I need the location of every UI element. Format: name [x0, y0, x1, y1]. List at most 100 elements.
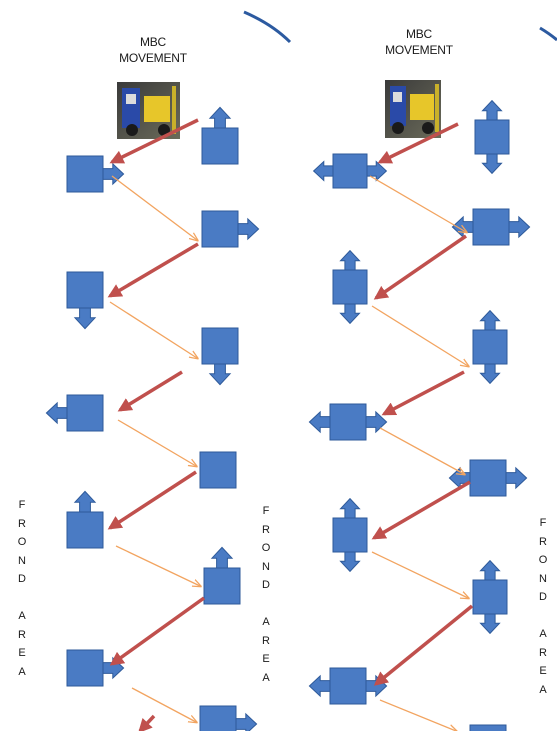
left-block-11 — [199, 705, 258, 731]
block-body — [332, 269, 368, 305]
left-block-5 — [201, 327, 239, 386]
block-arrow-up — [481, 99, 503, 122]
left-arrow-forward-3 — [117, 419, 196, 466]
right-forklift-photo-icon — [385, 80, 441, 138]
left-arrow-return-1 — [109, 118, 199, 164]
block-body — [201, 210, 239, 248]
block-body — [329, 667, 367, 705]
right-block-11 — [469, 724, 507, 731]
right-block-7 — [448, 459, 528, 497]
block-arrow-down — [339, 550, 361, 573]
right-block-3 — [451, 208, 531, 246]
arrows-layer — [107, 118, 474, 731]
block-arrow-down — [339, 302, 361, 325]
right-arrow-return-1 — [377, 122, 459, 164]
left-arrow-forward-1 — [111, 175, 197, 240]
right-block-9 — [472, 559, 508, 635]
right-block-8 — [332, 497, 368, 573]
left-arrow-return-5 — [109, 596, 206, 666]
right-block-5 — [472, 309, 508, 385]
block-body — [199, 451, 237, 489]
right-title-line1: MBC — [405, 27, 433, 41]
right-block-2 — [474, 99, 510, 175]
block-body — [469, 459, 507, 497]
right-arrow-return-2 — [373, 234, 467, 300]
block-arrow-down — [481, 152, 503, 175]
block-arrow-down — [479, 362, 501, 385]
block-body — [472, 329, 508, 365]
block-body — [472, 579, 508, 615]
left-arrow-return-6 — [138, 714, 156, 731]
right-title: MBC MOVEMENT — [374, 26, 464, 58]
left-block-8 — [66, 490, 104, 549]
block-body — [469, 724, 507, 731]
left-arrow-return-2 — [107, 242, 199, 298]
right-arrow-forward-2 — [371, 305, 468, 366]
block-arrow-down — [73, 306, 97, 330]
right-arrow-forward-3 — [379, 427, 464, 474]
right-arrow-forward-4 — [371, 551, 468, 598]
right-arrow-return-5 — [373, 604, 474, 686]
block-arrow-up — [339, 497, 361, 520]
block-body — [201, 127, 239, 165]
right-arrow-return-3 — [381, 370, 465, 416]
block-arrow-up — [208, 106, 232, 130]
block-arrow-up — [73, 490, 97, 514]
block-body — [472, 208, 510, 246]
block-body — [203, 567, 241, 605]
block-body — [66, 511, 104, 549]
block-arrow-left — [45, 401, 69, 425]
left-block-3 — [201, 210, 260, 248]
block-arrow-right — [504, 466, 528, 490]
block-arrow-right — [364, 410, 388, 434]
left-arrow-return-3 — [117, 370, 183, 412]
block-arrow-right — [507, 215, 531, 239]
left-arrow-forward-2 — [109, 301, 197, 358]
left-arrow-return-4 — [107, 470, 197, 530]
block-body — [199, 705, 237, 731]
left-block-1 — [66, 155, 125, 193]
left-block-10 — [66, 649, 125, 687]
left-title: MBC MOVEMENT — [108, 34, 198, 66]
block-body — [329, 403, 367, 441]
block-arrow-right — [101, 162, 125, 186]
left-arrow-forward-4 — [115, 545, 200, 586]
right-arrow-return-4 — [371, 480, 471, 540]
block-body — [332, 517, 368, 553]
right-title-line2: MOVEMENT — [385, 43, 453, 57]
left-block-4 — [66, 271, 104, 330]
block-arrow-right — [365, 160, 388, 182]
right-block-1 — [312, 153, 388, 189]
block-arrow-right — [236, 217, 260, 241]
block-arrow-right — [234, 712, 258, 731]
block-arrow-left — [451, 215, 475, 239]
block-arrow-right — [101, 656, 125, 680]
block-body — [66, 394, 104, 432]
block-arrow-left — [312, 160, 335, 182]
blocks-layer — [45, 99, 531, 731]
right-arc — [539, 26, 557, 42]
block-body — [332, 153, 368, 189]
left-block-7 — [199, 451, 237, 489]
right-arrow-forward-1 — [369, 175, 466, 232]
block-arrow-up — [210, 546, 234, 570]
block-body — [66, 649, 104, 687]
block-body — [474, 119, 510, 155]
block-arrow-down — [208, 362, 232, 386]
right-block-10 — [308, 667, 388, 705]
block-arrow-up — [479, 559, 501, 582]
block-arrow-down — [479, 612, 501, 635]
right-block-6 — [308, 403, 388, 441]
block-arrow-left — [308, 410, 332, 434]
left-title-line1: MBC — [139, 35, 167, 49]
right-block-4 — [332, 249, 368, 325]
left-block-2 — [201, 106, 239, 165]
left-title-line2: MOVEMENT — [119, 51, 187, 65]
right-arrow-forward-5 — [379, 699, 456, 731]
left-forklift-photo-icon — [117, 82, 180, 139]
left-arrow-forward-5 — [131, 687, 196, 722]
